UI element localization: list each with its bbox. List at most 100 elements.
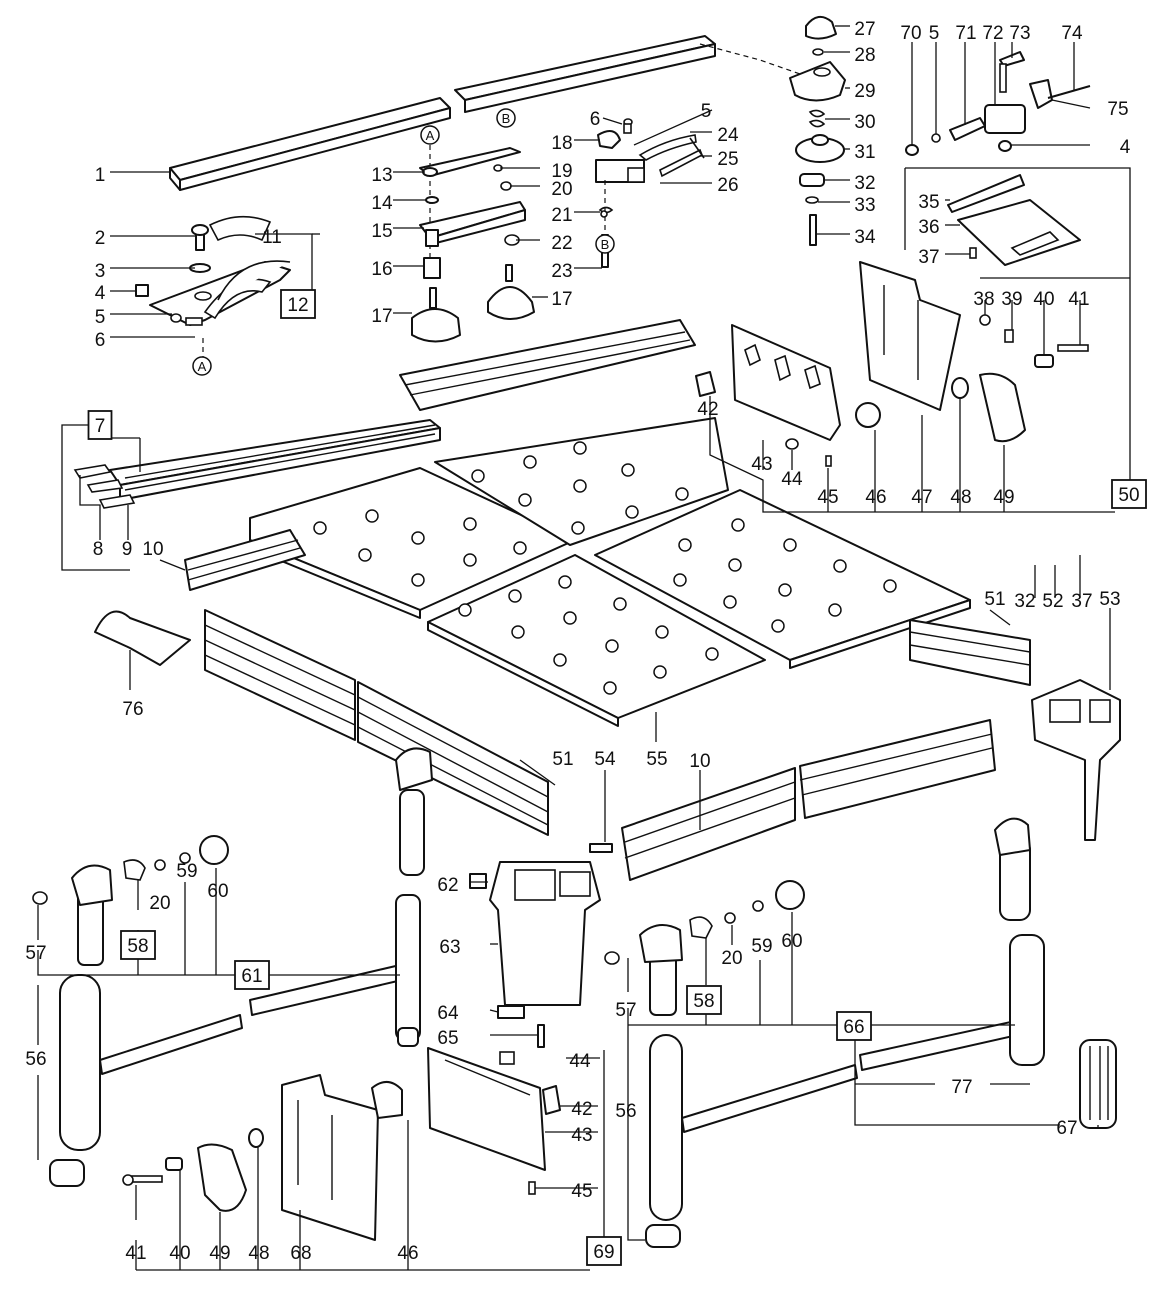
callout-32: 32: [1014, 591, 1035, 612]
callout-59: 59: [751, 936, 772, 957]
callout-box: [836, 1011, 872, 1041]
callout-number: 20: [149, 893, 170, 914]
callout-72: 72: [982, 23, 1003, 44]
callout-number: 26: [717, 175, 738, 196]
callout-13: 13: [371, 165, 392, 186]
callout-39: 39: [1001, 289, 1022, 310]
callout-number: 63: [439, 937, 460, 958]
callout-number: 54: [594, 749, 616, 770]
callout-8: 8: [93, 539, 104, 560]
callout-number: 18: [551, 133, 572, 154]
callout-51: 51: [552, 749, 573, 770]
callout-34: 34: [854, 227, 876, 248]
callout-50: 50: [1111, 479, 1147, 509]
callout-10: 10: [689, 751, 710, 772]
callout-number: 14: [371, 193, 393, 214]
callout-20: 20: [721, 948, 742, 969]
callout-number: 53: [1099, 589, 1120, 610]
callout-number: 42: [697, 399, 718, 420]
callout-number: 28: [854, 45, 875, 66]
callout-number: 22: [551, 233, 572, 254]
callout-number: 11: [262, 227, 282, 248]
callout-43: 43: [751, 454, 772, 475]
callout-74: 74: [1061, 23, 1083, 44]
callout-box: [280, 289, 316, 319]
callout-number: 56: [25, 1049, 46, 1070]
callout-box: [120, 930, 156, 960]
callout-number: 27: [854, 19, 875, 40]
callout-number: 10: [689, 751, 710, 772]
callout-number: 49: [993, 487, 1014, 508]
callout-76: 76: [122, 699, 143, 720]
callout-number: 58: [127, 936, 148, 957]
callout-number: 40: [1033, 289, 1054, 310]
callout-4: 4: [95, 283, 106, 304]
callout-number: 33: [854, 195, 875, 216]
callout-44: 44: [781, 469, 803, 490]
callout-number: 44: [569, 1051, 591, 1072]
callout-3: 3: [95, 261, 106, 282]
callout-37: 37: [918, 247, 939, 268]
callout-number: 51: [552, 749, 573, 770]
callout-number: 60: [207, 881, 228, 902]
callout-number: 20: [551, 179, 572, 200]
callout-number: 46: [397, 1243, 418, 1264]
callout-40: 40: [1033, 289, 1054, 310]
callout-31: 31: [854, 142, 875, 163]
callout-number: 21: [551, 205, 572, 226]
callout-number: 16: [371, 259, 392, 280]
callout-6: 6: [95, 330, 106, 351]
accessories: [94, 610, 1121, 853]
callout-58: 58: [120, 930, 156, 960]
callout-number: 50: [1118, 485, 1139, 506]
callout-number: 77: [951, 1077, 972, 1098]
callout-number: 34: [854, 227, 876, 248]
callout-38: 38: [973, 289, 994, 310]
callout-number: 45: [571, 1181, 592, 1202]
callout-41: 41: [125, 1243, 146, 1264]
marker-letter: A: [426, 128, 435, 143]
side-rails: [184, 529, 1031, 881]
callout-26: 26: [717, 175, 738, 196]
callout-number: 6: [95, 330, 106, 351]
callout-number: 44: [781, 469, 803, 490]
callout-27: 27: [854, 19, 875, 40]
callout-64: 64: [437, 1003, 459, 1024]
callout-73: 73: [1009, 23, 1030, 44]
section-marker-B: B: [595, 234, 615, 254]
callout-23: 23: [551, 261, 572, 282]
callout-number: 4: [1120, 137, 1131, 158]
callout-number: 72: [982, 23, 1003, 44]
callout-68: 68: [290, 1243, 311, 1264]
side-brackets: [695, 261, 1089, 467]
callout-20: 20: [551, 179, 572, 200]
callout-61: 61: [234, 960, 270, 990]
callout-5: 5: [95, 307, 106, 328]
center-bracket: [469, 861, 601, 1048]
callout-number: 15: [371, 221, 392, 242]
perforated-table-top: [249, 417, 971, 727]
callout-36: 36: [918, 217, 939, 238]
callout-number: 32: [854, 173, 875, 194]
callout-28: 28: [854, 45, 875, 66]
callout-number: 32: [1014, 591, 1035, 612]
callout-6: 6: [590, 109, 601, 130]
callout-number: 41: [125, 1243, 146, 1264]
marker-letter: B: [502, 111, 511, 126]
callout-49: 49: [993, 487, 1014, 508]
callout-number: 4: [95, 283, 106, 304]
callout-box: [586, 1236, 622, 1266]
callout-number: 39: [1001, 289, 1022, 310]
callout-32: 32: [854, 173, 875, 194]
callout-number: 6: [590, 109, 601, 130]
callout-2: 2: [95, 228, 106, 249]
leg-assemblies: [32, 747, 1117, 1248]
callout-number: 5: [929, 23, 940, 44]
callout-number: 56: [615, 1101, 636, 1122]
callout-7: 7: [87, 410, 113, 440]
callout-15: 15: [371, 221, 392, 242]
callout-67: 67: [1056, 1118, 1077, 1139]
callout-45: 45: [817, 487, 838, 508]
callout-43: 43: [571, 1125, 592, 1146]
